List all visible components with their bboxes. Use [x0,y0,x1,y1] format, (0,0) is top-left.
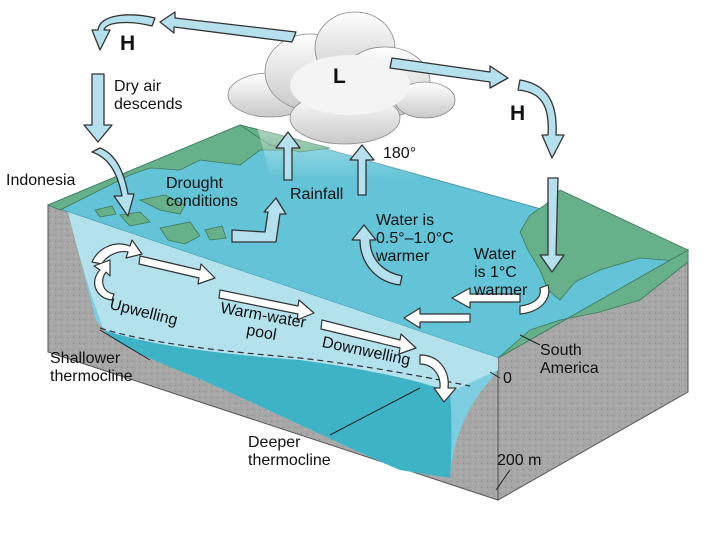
deeper-thermocline-label-line2: thermocline [248,452,331,469]
arrow-descent-right [539,177,565,273]
water-1c-label-line3: warmer [474,282,528,299]
drought-label-line1: Drought [166,175,223,192]
deeper-thermocline-label-line1: Deeper [248,434,301,451]
rainfall-label: Rainfall [290,186,344,203]
longitude-label: 180° [383,145,417,162]
arrow-upwelling-loop [93,259,115,301]
thermocline-line [99,327,471,387]
arrow-flow-2 [218,289,315,321]
arrow-upwelling-curve [91,239,143,265]
depth-0-label: 0 [503,370,512,387]
arrow-coast-flow [519,284,550,315]
drought-label-line2: conditions [166,193,239,210]
arrow-drought [231,197,287,243]
arrow-air-east [389,57,509,89]
high-pressure-east-label: H [510,102,526,125]
water-1c-label-line1: Water [474,246,517,263]
cloud [227,11,456,145]
arrow-air-right-curve [517,79,565,159]
south-america-label-line2: America [540,360,599,377]
deep-water [104,330,452,478]
water-warmer-label-line1: Water is [376,212,435,229]
arrow-flow-3 [320,319,417,355]
arrow-dry-air-descends [83,73,113,143]
leader-south-america [519,334,541,346]
shallow-thermocline-label-line2: thermocline [50,368,133,385]
water-warmer-label-line2: 0.5°–1.0°C [376,230,454,247]
water-warmer-label-line3: warmer [376,248,430,265]
warm-water-pool [68,212,498,392]
leader-depth-200 [495,469,511,491]
arrow-rainfall-up [275,131,301,181]
arrow-flow-1 [138,255,216,285]
arrow-downwelling-curve [419,354,457,403]
arrow-surface-indonesia [91,147,135,217]
land-islands-5 [94,205,117,218]
shallow-thermocline-label-line1: Shallower [50,350,121,367]
land-islands-4 [204,225,227,241]
low-pressure-label: L [333,65,346,88]
leader-shallow-thermocline [99,329,151,361]
arrow-return-flow-2 [403,307,471,329]
arrow-water-rise [351,224,403,286]
arrow-180-up [349,144,375,196]
south-america-label-line1: South [540,342,582,359]
leader-deeper-thermocline [329,387,421,436]
arrow-return-flow-1 [451,287,521,309]
water-1c-label-line2: is 1°C [474,264,517,281]
arrow-air-west [159,11,297,43]
dry-air-label-line2: descends [114,96,183,113]
high-pressure-west-label: H [120,32,136,55]
arrow-air-left-curve [91,14,156,51]
indonesia-label: Indonesia [6,172,76,189]
leader-depth-0 [489,371,501,379]
depth-200-label: 200 m [497,452,542,469]
land-islands-3 [159,221,201,245]
dry-air-label-line1: Dry air [114,78,162,95]
land-islands-1 [138,194,186,215]
